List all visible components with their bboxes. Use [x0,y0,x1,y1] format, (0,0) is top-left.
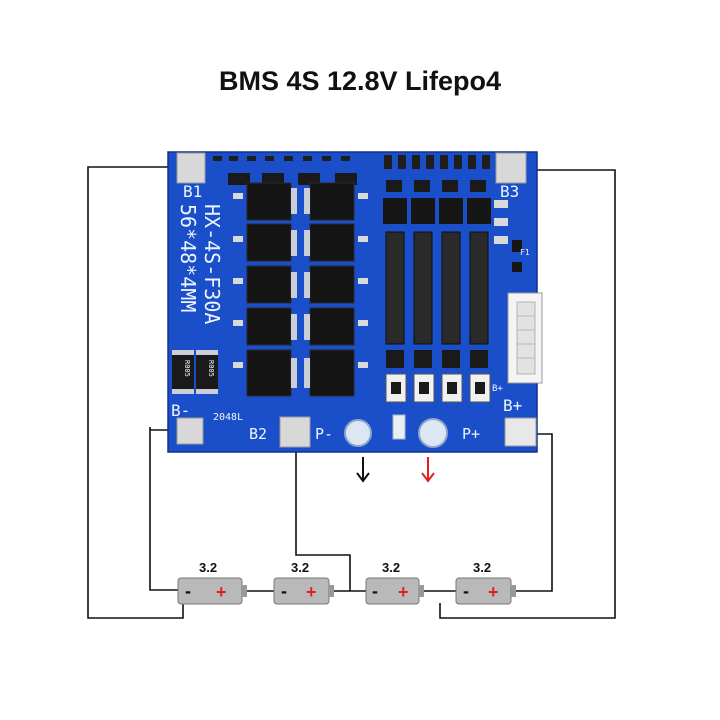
bms-board: B1 B3 B- B2 P- P+ B+ B+ F1 2048L HX-4S-F… [167,151,543,453]
cell-voltage-1: 3.2 [199,560,217,575]
balance-circuits [383,198,491,403]
balance-connector [507,292,543,384]
label-f1: F1 [520,248,530,257]
cell-pos-4: + [488,582,499,602]
battery-cell-1: 3.2 - + [177,560,247,605]
battery-cell-2: 3.2 - + [273,560,334,605]
wire-b-plus [516,433,553,592]
cell-pos-3: + [398,582,409,602]
label-resistor-2: R005 [207,360,215,377]
pad-b3 [495,152,527,184]
pad-b-plus [504,417,537,447]
shunt-resistors [172,350,218,394]
mounting-hole-right [418,418,448,448]
label-b2: B2 [249,425,267,443]
label-board-code: 2048L [213,412,243,423]
mounting-hole-left [344,419,372,447]
label-b1: B1 [183,182,202,201]
cell-neg-1: - [185,581,191,601]
top-components [213,155,490,169]
right-components [494,200,522,272]
wire-b1 [87,166,184,619]
label-b-minus: B- [171,401,190,420]
wire-b-minus [149,429,184,591]
pad-b-minus [176,417,204,445]
gate-resistors [233,193,368,368]
wire-b3 [439,169,616,619]
label-resistor-1: R005 [183,360,191,377]
cell-voltage-3: 3.2 [382,560,400,575]
label-b3: B3 [500,182,519,201]
top-transistors [228,173,486,192]
arrow-load-plus [421,457,435,483]
cell-neg-4: - [463,581,469,601]
cell-neg-2: - [281,581,287,601]
label-b-plus-small: B+ [492,384,503,394]
pad-b2 [279,416,311,448]
wiring [87,166,616,619]
wire-b2 [295,447,351,591]
label-p-plus: P+ [462,425,480,443]
cell-pos-2: + [306,582,317,602]
pad-center [392,414,406,440]
diagram-title: BMS 4S 12.8V Lifepo4 [218,66,502,96]
label-board-size: 56*48*4MM [176,204,200,312]
label-board-model: HX-4S-F30A [200,204,224,324]
battery-cell-4: 3.2 - + [455,560,516,605]
pad-b1 [176,152,206,184]
battery-cell-3: 3.2 - + [365,560,424,605]
label-b-plus: B+ [503,396,522,415]
load-arrows [356,457,435,483]
cell-voltage-2: 3.2 [291,560,309,575]
mosfet-column-right [304,182,355,397]
cell-pos-1: + [216,582,227,602]
cell-voltage-4: 3.2 [473,560,491,575]
mosfet-column-left [246,182,297,397]
battery-cells: 3.2 - + 3.2 - + 3.2 - + 3.2 [177,560,516,605]
label-p-minus: P- [315,425,333,443]
arrow-load-minus [356,457,370,483]
cell-neg-3: - [372,581,378,601]
